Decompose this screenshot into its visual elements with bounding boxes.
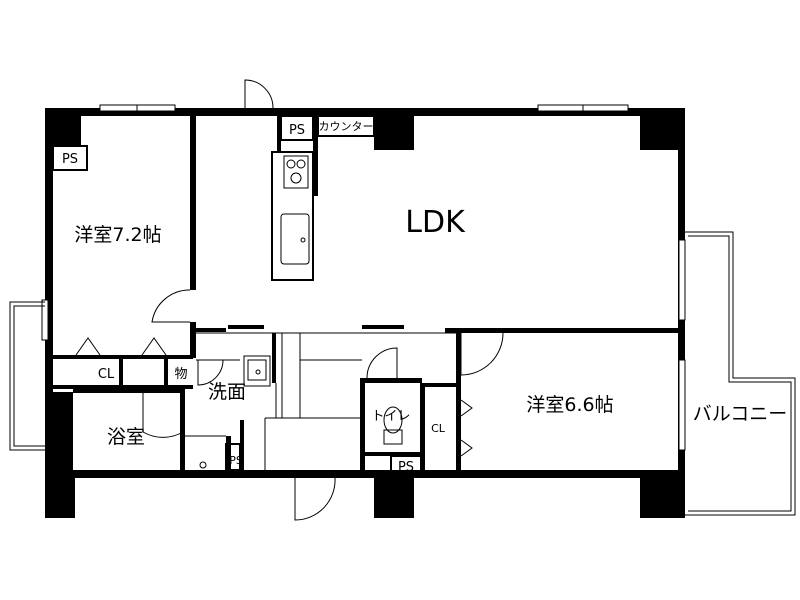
stove-icon bbox=[283, 155, 309, 189]
ps-left-box: PS bbox=[52, 145, 88, 171]
room-label-ldk: LDK bbox=[405, 205, 466, 240]
room-label-washroom: 洗面 bbox=[208, 381, 246, 403]
interior-walls bbox=[53, 116, 678, 478]
room-label-western-room-2: 洋室6.6帖 bbox=[526, 394, 613, 416]
ps-top-box: PS bbox=[280, 115, 314, 141]
corridor-lines bbox=[185, 332, 456, 470]
drain-icon bbox=[199, 461, 207, 469]
balcony-left bbox=[9, 301, 45, 451]
door-swing-icon bbox=[244, 79, 274, 109]
toilet-icon bbox=[383, 406, 403, 445]
ps-top-label: PS bbox=[289, 123, 305, 138]
room-label-western-room-1: 洋室7.2帖 bbox=[74, 224, 161, 246]
counter-label: カウンター bbox=[319, 120, 374, 133]
sink-icon bbox=[280, 213, 310, 265]
door-swing-icon bbox=[151, 289, 191, 323]
ps-toilet-box: PS bbox=[390, 455, 423, 477]
windows bbox=[41, 104, 686, 451]
cl-left-label: CL bbox=[98, 367, 115, 382]
door-swing-icon bbox=[460, 332, 504, 376]
room-label-toilet: トイレ bbox=[371, 409, 410, 424]
balcony-right bbox=[685, 231, 796, 516]
kitchen bbox=[271, 151, 314, 281]
doors bbox=[75, 79, 504, 521]
washbasin-icon bbox=[243, 355, 271, 387]
room-label-balcony: バルコニー bbox=[693, 403, 788, 425]
door-swing-icon bbox=[294, 477, 336, 521]
room-label-storage: 物 bbox=[174, 367, 187, 382]
ps-wash-box: PS bbox=[225, 443, 243, 471]
room-label-bathroom: 浴室 bbox=[107, 426, 145, 448]
door-swing-icon bbox=[197, 359, 224, 386]
ps-toilet-label: PS bbox=[398, 460, 414, 475]
door-swing-icon bbox=[366, 347, 398, 379]
cl-right-label: CL bbox=[431, 422, 446, 435]
counter-box: カウンター bbox=[317, 115, 375, 137]
ps-left-label: PS bbox=[62, 152, 78, 167]
door-swing-icon bbox=[142, 386, 184, 438]
ps-wash-label: PS bbox=[229, 454, 243, 467]
